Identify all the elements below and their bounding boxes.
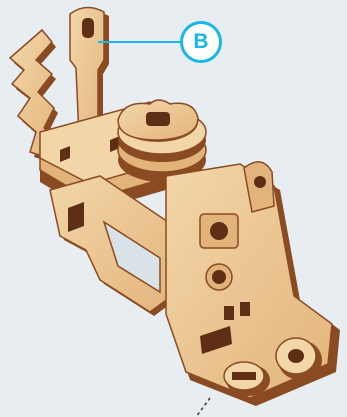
assembly-guide-line [196, 398, 210, 417]
lower-frame [50, 176, 184, 316]
callout-badge-b: B [180, 21, 222, 63]
gear-stack [118, 100, 206, 182]
